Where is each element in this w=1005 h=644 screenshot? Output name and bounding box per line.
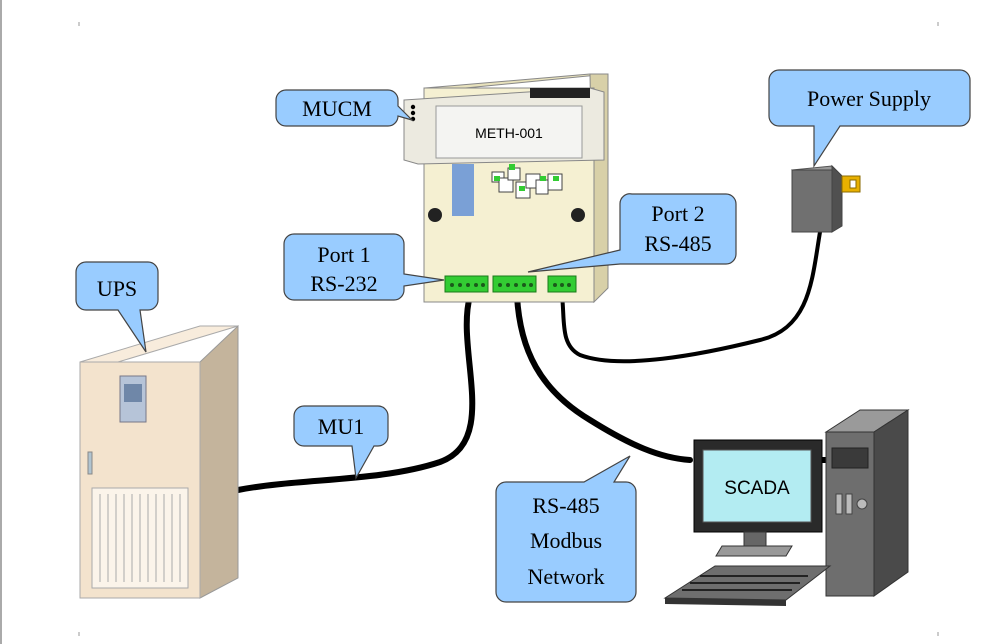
- port2-connector: [492, 275, 537, 293]
- indicator-dot: [410, 110, 416, 116]
- callout-mu1: MU1: [293, 405, 389, 480]
- mucm-blue-strip: [452, 164, 474, 216]
- port1-connector: [444, 275, 489, 293]
- callout-rs485-line2: Modbus: [530, 528, 602, 553]
- mounting-hole: [571, 208, 585, 222]
- callout-port1-line1: Port 1: [317, 242, 370, 267]
- monitor-screen-label: SCADA: [724, 478, 790, 499]
- callout-mu1-text: MU1: [318, 414, 364, 439]
- callout-ups-text: UPS: [97, 276, 137, 301]
- cables: [235, 230, 826, 493]
- callout-power-supply: Power Supply: [768, 69, 971, 169]
- callout-port2: Port 2 RS-485: [527, 193, 737, 273]
- power-supply-unit: [790, 164, 861, 233]
- mucm-display-window: [435, 105, 583, 159]
- power-connector: [547, 275, 577, 293]
- callout-port1-line2: RS-232: [310, 271, 377, 296]
- mucm-top-vent: [530, 88, 590, 98]
- callout-port1: Port 1 RS-232: [283, 233, 445, 301]
- corner-marks: [78, 22, 939, 636]
- callout-rs485-line3: Network: [528, 564, 605, 589]
- cable-rs485-network: [514, 293, 693, 463]
- callout-rs485-network: RS-485 Modbus Network: [495, 455, 637, 603]
- mounting-hole: [428, 208, 442, 222]
- dip-switch-cluster: [491, 164, 563, 199]
- callout-ups: UPS: [75, 261, 159, 353]
- ups-handle: [87, 451, 93, 475]
- cable-power: [560, 230, 822, 364]
- cable-mu1: [235, 293, 476, 493]
- scada-computer: SCADA: [663, 409, 910, 606]
- device-id-label: METH-001: [475, 125, 543, 141]
- pc-keyboard: [663, 565, 832, 606]
- callout-power-supply-text: Power Supply: [807, 86, 931, 111]
- ups-cabinet: [79, 324, 239, 599]
- callout-port2-line2: RS-485: [644, 231, 711, 256]
- monitor-screen: [702, 449, 812, 523]
- pc-tower: [824, 409, 910, 597]
- callout-mucm: MUCM: [275, 89, 415, 127]
- callout-mucm-text: MUCM: [302, 96, 372, 121]
- pc-monitor: SCADA: [693, 439, 823, 557]
- callout-port2-line1: Port 2: [651, 201, 704, 226]
- indicator-dot: [410, 104, 416, 110]
- callout-rs485-line1: RS-485: [532, 493, 599, 518]
